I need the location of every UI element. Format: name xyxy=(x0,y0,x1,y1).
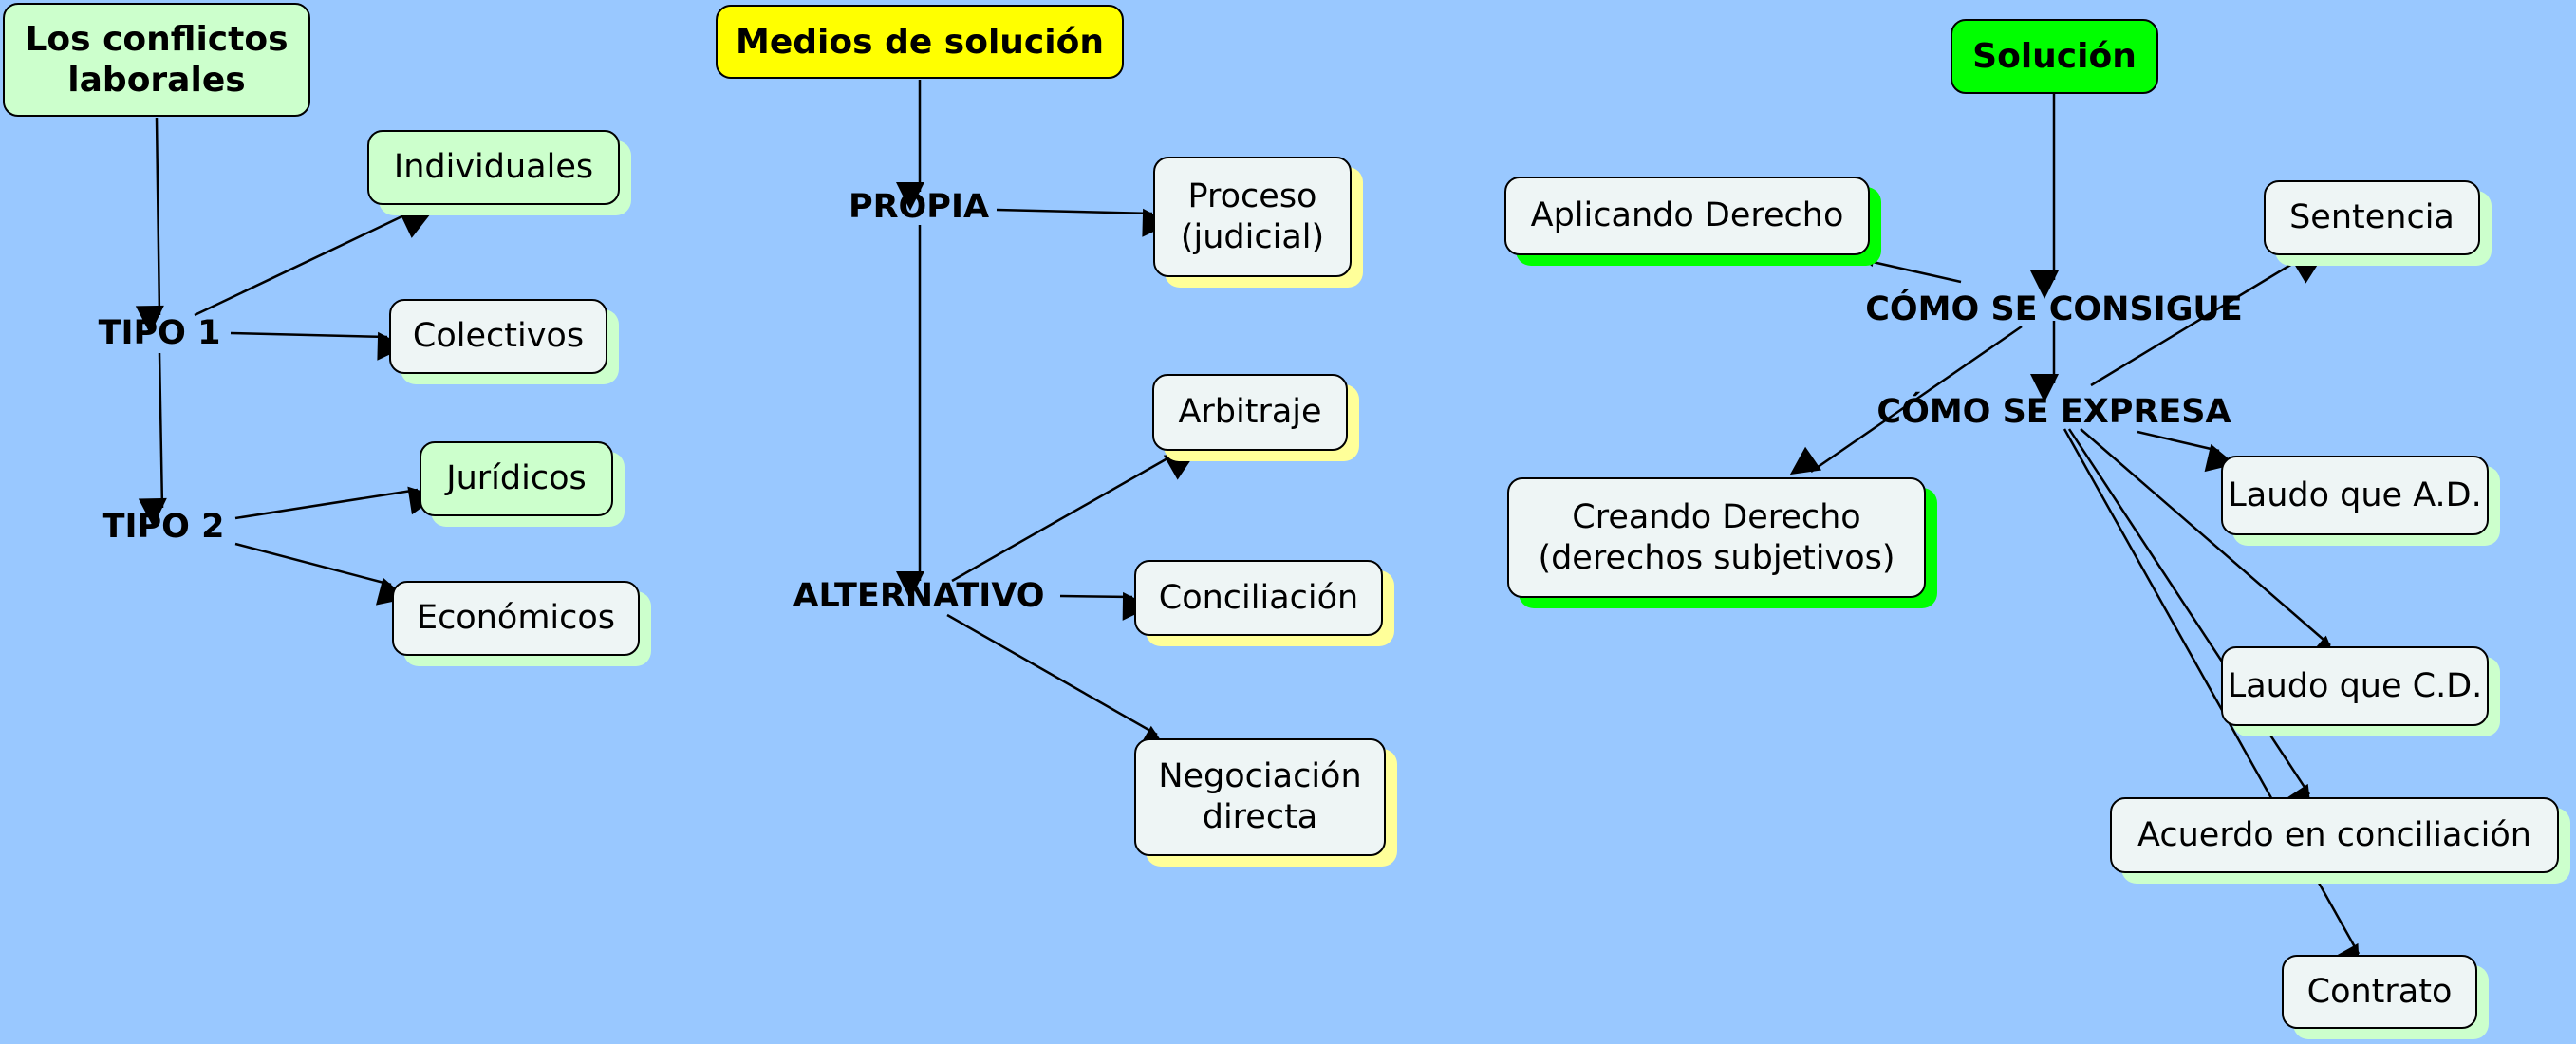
edge-alternativo-conciliacion xyxy=(1059,591,1151,621)
edge-tipo1-colectivos xyxy=(230,331,406,361)
node-sentencia[interactable]: Sentencia xyxy=(2264,180,2480,255)
edge-alternativo-negociacion xyxy=(946,613,1169,753)
node-laudo-que-cd[interactable]: Laudo que C.D. xyxy=(2221,646,2489,726)
edge-consigue-sentencia xyxy=(2090,256,2324,387)
node-negociacion-directa[interactable]: Negociación directa xyxy=(1134,738,1386,856)
node-contrato[interactable]: Contrato xyxy=(2282,955,2477,1029)
node-arbitraje[interactable]: Arbitraje xyxy=(1152,374,1348,451)
node-medios-de-solucion[interactable]: Medios de solución xyxy=(716,5,1124,79)
node-individuales[interactable]: Individuales xyxy=(367,130,620,205)
edge-propia-proceso xyxy=(996,208,1171,237)
edge-consigue-aplicando xyxy=(1847,238,1962,284)
link-label-tipo-2[interactable]: TIPO 2 xyxy=(102,508,225,546)
edge-consigue-creando xyxy=(1789,325,2023,475)
edge-expresa-laudo-ad xyxy=(2137,430,2236,473)
link-label-tipo-1[interactable]: TIPO 1 xyxy=(98,314,221,352)
link-label-como-se-consigue[interactable]: CÓMO SE CONSIGUE xyxy=(1865,290,2243,328)
node-los-conflictos-laborales[interactable]: Los conflictos laborales xyxy=(3,3,310,117)
edge-tipo1-tipo2 xyxy=(138,352,167,528)
link-label-propia[interactable]: PROPIA xyxy=(848,188,990,226)
node-creando-derecho[interactable]: Creando Derecho (derechos subjetivos) xyxy=(1507,477,1926,598)
link-label-alternativo[interactable]: ALTERNATIVO xyxy=(793,577,1045,615)
edge-tipo1-individuales xyxy=(194,211,432,317)
node-juridicos[interactable]: Jurídicos xyxy=(420,441,613,516)
node-proceso-judicial[interactable]: Proceso (judicial) xyxy=(1153,157,1352,277)
node-acuerdo-en-conciliacion[interactable]: Acuerdo en conciliación xyxy=(2110,797,2559,873)
edge-expresa-acuerdo xyxy=(2067,428,2312,816)
edge-expresa-laudo-cd xyxy=(2080,428,2339,665)
edge-root1-tipo1 xyxy=(135,117,164,335)
node-laudo-que-ad[interactable]: Laudo que A.D. xyxy=(2221,456,2489,535)
node-solucion[interactable]: Solución xyxy=(1951,19,2158,94)
link-label-como-se-expresa[interactable]: CÓMO SE EXPRESA xyxy=(1876,393,2231,431)
node-colectivos[interactable]: Colectivos xyxy=(389,299,607,374)
edge-tipo2-juridicos xyxy=(234,486,439,520)
node-aplicando-derecho[interactable]: Aplicando Derecho xyxy=(1504,177,1870,255)
edge-tipo2-economicos xyxy=(234,542,407,606)
edge-alternativo-arbitraje xyxy=(951,453,1196,583)
node-conciliacion[interactable]: Conciliación xyxy=(1134,560,1383,636)
node-economicos[interactable]: Económicos xyxy=(392,581,640,656)
